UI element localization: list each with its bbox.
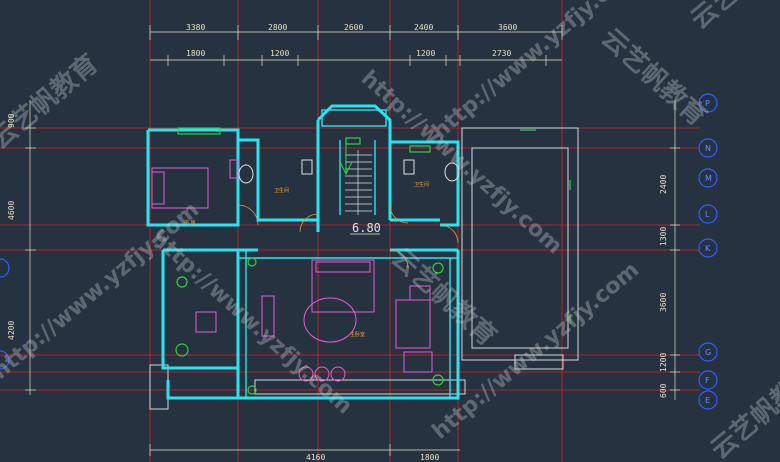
dim-top-5: 3600 (498, 23, 517, 32)
room-label-bathroom-left: 卫生间 (274, 187, 289, 194)
door-swings (237, 204, 459, 269)
room-label-bathroom-right: 卫生间 (414, 181, 429, 188)
dim-left-3: 4200 (7, 321, 16, 340)
dim-inner-2: 1200 (270, 49, 289, 58)
watermark-cn-1: 云艺帆教育 (595, 22, 712, 132)
axis-grid (0, 0, 700, 462)
axis-label-g: G (705, 348, 711, 357)
watermark-cn-5: 云艺帆教育 (705, 358, 780, 462)
dim-right-1: 2400 (659, 175, 668, 194)
dim-top-1: 3380 (186, 23, 205, 32)
dim-bottom-1: 4160 (306, 453, 325, 462)
dim-inner-4: 2730 (492, 49, 511, 58)
elevation-label: 6.80 (352, 221, 381, 235)
axis-label-p: P (705, 99, 710, 108)
watermark-url-1: http://www.yzfjy.com (356, 66, 567, 259)
furniture (151, 159, 433, 382)
walls-inner (238, 109, 458, 398)
dim-right-3: 3600 (659, 293, 668, 312)
axis-label-l: L (705, 210, 710, 219)
room-label-study: 书 房 (184, 219, 196, 226)
dim-right-5: 600 (659, 383, 668, 398)
axis-label-n: N (705, 144, 711, 153)
watermark-cn-4: 云艺帆教育 (685, 0, 780, 35)
dim-top-3: 2600 (344, 23, 363, 32)
watermark-url-5: http://www.yzfjy.com (428, 258, 644, 445)
dim-top-4: 2400 (414, 23, 433, 32)
axis-bubbles (0, 93, 718, 410)
watermark-cn-2: 云艺帆教育 (0, 48, 104, 155)
axis-label-m: M (705, 174, 712, 183)
dim-inner-1: 1800 (186, 49, 205, 58)
dim-top-2: 2800 (268, 23, 287, 32)
dim-right-4: 1200 (659, 353, 668, 372)
green-accents (175, 127, 571, 395)
dim-inner-3: 1200 (416, 49, 435, 58)
axis-label-f: F (705, 376, 710, 385)
dim-bottom-2: 1800 (420, 453, 439, 462)
stair-arrow (339, 140, 353, 176)
room-label-master-bedroom: 主卧室 (350, 331, 365, 338)
dimension-lines-top (149, 25, 563, 66)
watermark-url-3: http://www.yzfjy.com (428, 0, 644, 145)
dim-left-1: 900 (7, 113, 16, 128)
axis-label-e: E (705, 396, 710, 405)
dim-right-2: 1300 (659, 227, 668, 246)
dimension-lines-sides (25, 100, 680, 456)
axis-label-k: K (705, 244, 711, 253)
bathroom-fixtures (238, 159, 460, 184)
dim-left-2: 4600 (7, 201, 16, 220)
watermark-url-4: http://www.yzfjy.com (0, 198, 204, 385)
staircase (345, 150, 372, 215)
